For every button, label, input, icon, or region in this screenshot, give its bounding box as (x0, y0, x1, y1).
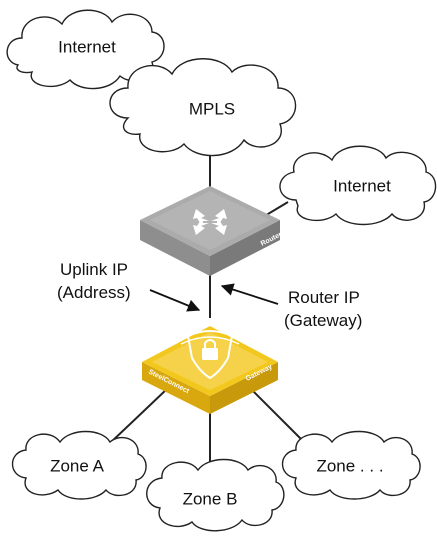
router-gateway-label: (Gateway) (284, 311, 362, 330)
cloud-label-internet-right: Internet (333, 177, 391, 196)
cloud-internet-top: Internet (6, 9, 165, 90)
router-arrows-icon (193, 209, 227, 235)
cloud-zone-more: Zone . . . (281, 430, 421, 500)
router-device: Router (140, 186, 283, 276)
cloud-label-zone-b: Zone B (183, 490, 238, 509)
cloud-internet-right: Internet (279, 145, 437, 226)
uplink-address-label: (Address) (57, 283, 131, 302)
cloud-label-zone-a: Zone A (50, 457, 105, 476)
cloud-zone-b: Zone B (146, 458, 285, 532)
cloud-mpls: MPLS (109, 58, 297, 157)
cloud-label-mpls: MPLS (189, 100, 235, 119)
link-gateway-zone-more (251, 389, 306, 444)
gateway-device: SteelConnect Gateway (142, 326, 278, 414)
uplink-arrow (149, 289, 201, 312)
link-gateway-zone-a (107, 387, 169, 446)
shield-lock-icon (180, 330, 240, 380)
cloud-zone-a: Zone A (11, 430, 147, 500)
cloud-label-zone-more: Zone . . . (316, 457, 383, 476)
uplink-ip-label: Uplink IP (60, 260, 128, 279)
cloud-label-internet-top: Internet (58, 38, 116, 57)
router-ip-label: Router IP (288, 288, 360, 307)
router-ip-arrow (220, 283, 279, 305)
